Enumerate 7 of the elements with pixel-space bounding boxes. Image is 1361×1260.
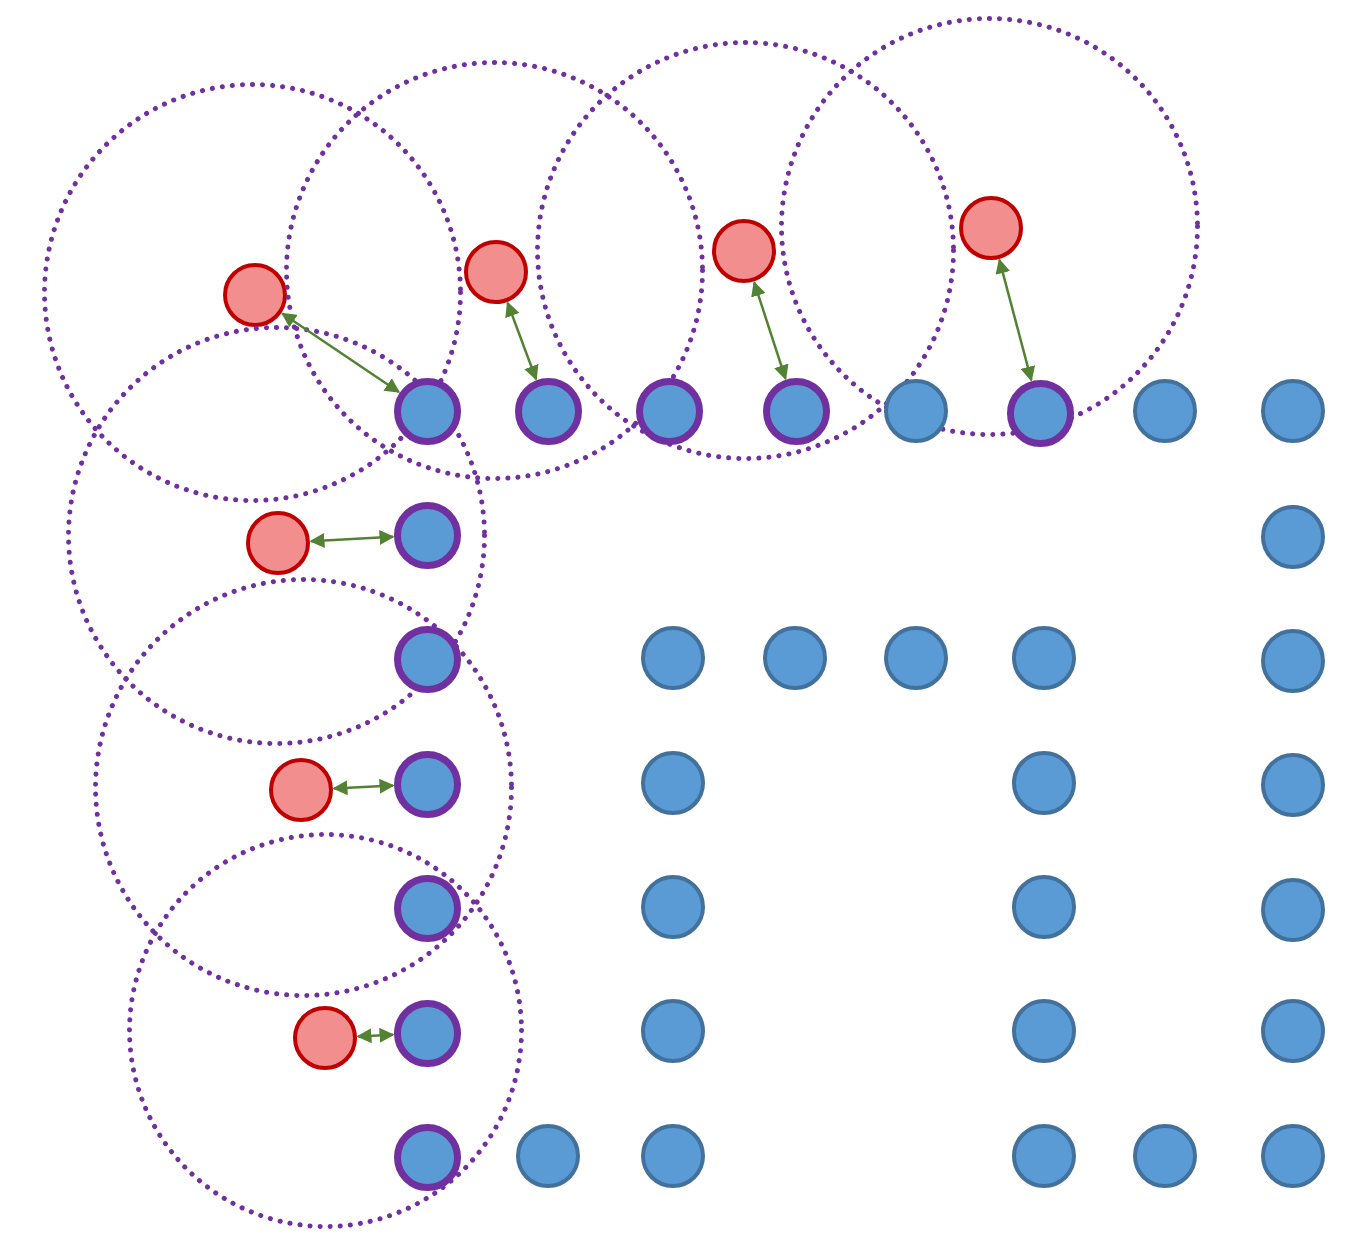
double-headed-arrow: [505, 301, 539, 381]
double-headed-arrow: [332, 778, 395, 796]
double-headed-arrow: [281, 312, 401, 394]
double-headed-arrow: [751, 280, 789, 381]
double-headed-arrow: [309, 530, 395, 548]
double-headed-arrow: [356, 1027, 395, 1044]
double-headed-arrow: [995, 258, 1036, 382]
